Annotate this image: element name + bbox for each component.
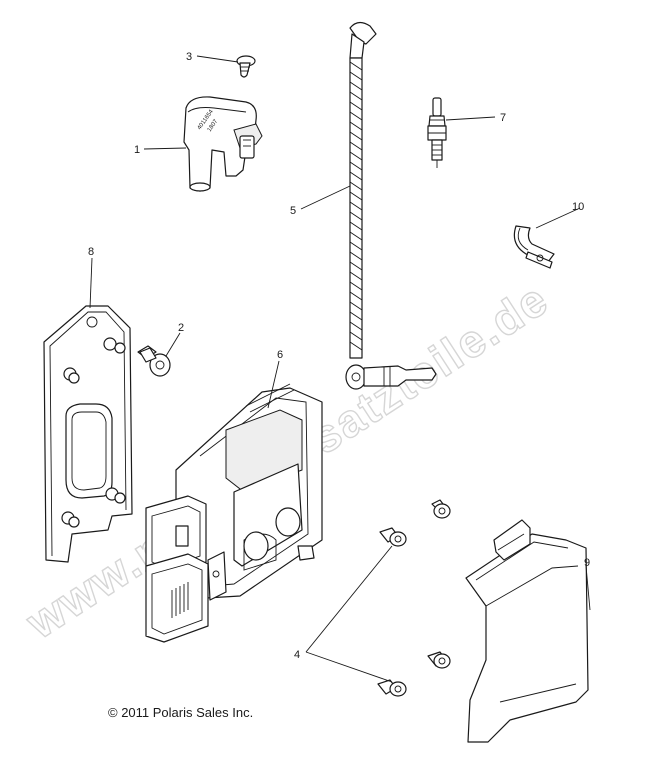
spark-plug-part-7	[427, 97, 447, 168]
screw-part-4-d	[377, 679, 407, 697]
callout-8: 8	[88, 246, 94, 258]
p-clamp-part-10	[513, 225, 555, 269]
screw-part-4-c	[427, 651, 451, 669]
callout-10: 10	[572, 201, 584, 213]
callout-9: 9	[584, 557, 590, 569]
callout-numbers: 3 1 5 7 10 8 2 6 9 4	[88, 51, 590, 661]
callout-3: 3	[186, 51, 192, 63]
leader-lines	[89, 55, 591, 683]
bolt-part-2	[137, 345, 171, 377]
callout-1: 1	[134, 144, 140, 156]
callout-4: 4	[294, 649, 300, 661]
callout-5: 5	[290, 205, 296, 217]
ignition-coil-part-1: 4011654 1807	[183, 96, 263, 192]
screw-part-4-b	[379, 527, 407, 547]
callout-7: 7	[500, 112, 506, 124]
callout-6: 6	[277, 349, 283, 361]
copyright-notice: © 2011 Polaris Sales Inc.	[108, 705, 253, 720]
screw-part-4-a	[431, 499, 451, 519]
ecu-module-part-6	[145, 383, 323, 643]
cover-part-9	[465, 519, 589, 743]
spark-plug-wire-part-5	[345, 21, 437, 390]
screw-part-3	[236, 55, 256, 78]
mounting-bracket-part-8	[43, 305, 133, 563]
callout-2: 2	[178, 322, 184, 334]
